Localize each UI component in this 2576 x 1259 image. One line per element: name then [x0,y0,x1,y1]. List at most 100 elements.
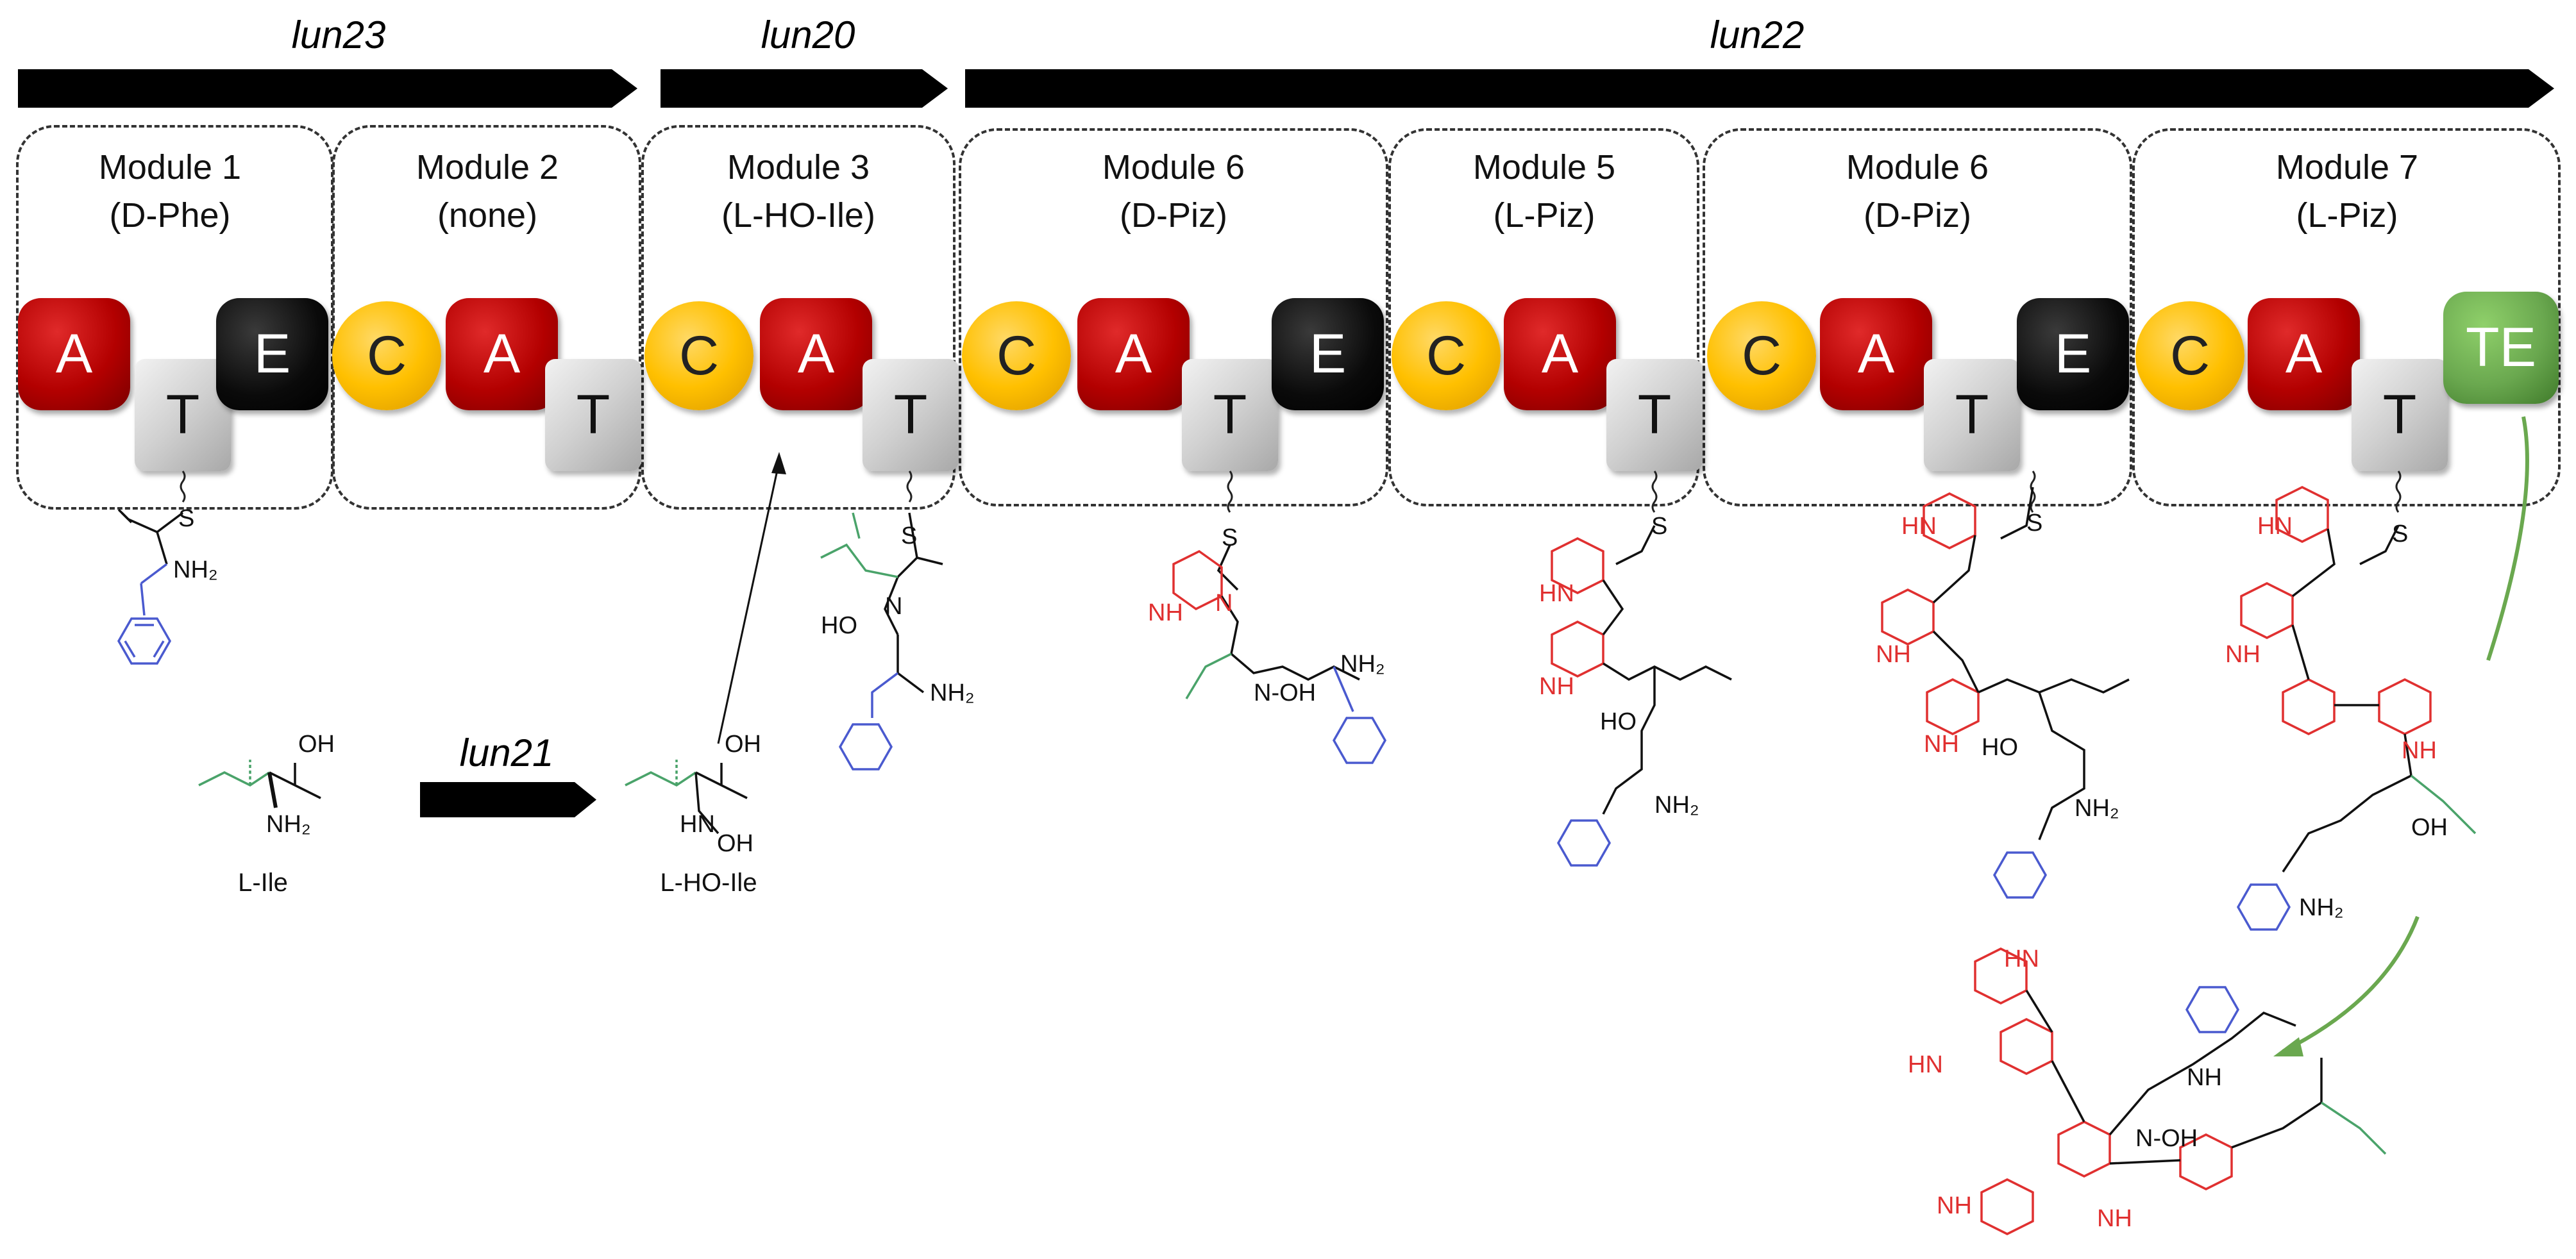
atom-nh2-module-3: NH₂ [930,680,975,706]
domain-a-module-6a: A [1077,298,1190,410]
module-7-substrate: (L-Piz) [2296,196,2398,235]
atom-nh2-module-7: NH₂ [2299,894,2344,921]
atom-nh-module-5b: NH [1539,673,1574,700]
module-2-title: Module 2 [416,148,559,187]
domain-e-module-6b: E [2017,298,2129,410]
domain-c-module-3: C [644,301,753,410]
atom-s-module-6a: S [1222,524,1238,551]
module-4-substrate: (D-Piz) [1120,196,1227,235]
module-box-7 [2132,128,2561,506]
phe-ring-module-1 [117,617,172,665]
atom-hn-product-1: HN [2004,946,2039,972]
gene-arrow-lun20 [661,69,948,108]
domain-a-module-6b: A [1820,298,1932,410]
module-3-substrate: (L-HO-Ile) [721,196,875,235]
domain-te-module-7: TE [2443,292,2559,404]
atom-nh-product-4: NH [2097,1205,2132,1232]
atom-s-module-7: S [2392,521,2409,547]
caption-l-ho-ile: L-HO-Ile [660,869,757,897]
atom-s-module-3: S [901,522,918,549]
atom-s-module-6b: S [2026,510,2043,537]
atom-nh-product-3: NH [1937,1192,1972,1219]
domain-e-module-6a: E [1272,298,1384,410]
cyclic-product-luzopeptin-like [1974,947,2387,1235]
te-arrow-head [2273,1037,2303,1056]
atom-hn-product-2: HN [1908,1051,1943,1078]
atom-nh2-module-6b: NH₂ [2075,795,2119,822]
atom-ho-module-6b: HO [1982,734,2018,761]
phe-thioester-module-1 [117,508,184,616]
ho-ile-phe-dipeptide-module-3 [820,512,943,771]
module-4-title: Module 6 [1102,148,1245,187]
atom-n-module-3: N [885,593,903,620]
module-5-title: Module 5 [1472,148,1616,187]
domain-t-module-3: T [863,359,959,471]
atom-n-oh-product: N-OH [2135,1125,2198,1152]
gene-arrow-lun23 [18,69,637,108]
module-3-title: Module 3 [727,148,870,187]
domain-t-module-6a: T [1182,359,1278,471]
atom-ho-module-5: HO [1600,708,1637,735]
piz-hoile-phe-module-6a [1172,544,1387,764]
caption-l-ile: L-Ile [238,869,288,897]
domain-a-module-5: A [1504,298,1616,410]
atom-hn-module-6b: HN [1901,513,1937,540]
module-box-2 [332,125,641,510]
gene-label-lun20: lun20 [761,13,855,56]
gene-label-lun22: lun22 [1710,13,1805,56]
atom-hn-l-ho-ile: HN [680,811,715,838]
gene-label-lun23: lun23 [291,13,386,56]
module-box-4 [959,128,1388,506]
atom-nh2-l-ile: NH₂ [266,811,311,838]
piz-piz-hoile-phe-module-5 [1551,525,1732,867]
domain-a-module-7: A [2248,298,2360,410]
ho-ile-loading-arrow [717,452,786,744]
atom-oh-l-ile: OH [298,731,335,758]
atom-nh-module-6b2: NH [1924,731,1959,758]
te-cyclization-arrows [2282,416,2529,1053]
module-1-title: Module 1 [98,148,242,187]
domain-e-module-1: E [216,298,328,410]
piz-tetrapeptide-module-7 [2236,486,2477,931]
atom-n-module-6a: N [1215,590,1233,617]
atom-nh-product-5: NH [2187,1064,2222,1091]
domain-c-module-6a: C [962,301,1071,410]
domain-c-module-6b: C [1707,301,1816,410]
module-6-substrate: (D-Piz) [1864,196,1971,235]
atom-nh2-module-6a: NH₂ [1340,651,1385,678]
atom-oh2-l-ho-ile: OH [717,830,753,857]
atom-nh-module-6a: NH [1148,599,1183,626]
atom-s-module-5: S [1651,513,1668,540]
module-1-substrate: (D-Phe) [109,196,231,235]
atom-nh-module-7a: NH [2225,641,2260,668]
domain-t-module-7: T [2352,359,2448,471]
domain-a-module-1: A [18,298,130,410]
atom-hn-module-7: HN [2257,513,2293,540]
domain-t-module-5: T [1606,359,1703,471]
module-5-substrate: (L-Piz) [1493,196,1595,235]
gene-arrow-lun22 [965,69,2554,108]
l-ho-ile-structure [625,760,748,835]
atom-nh-module-6b1: NH [1876,641,1911,668]
atom-nh2-module-1: NH₂ [173,556,218,583]
domain-t-module-6b: T [1924,359,2020,471]
domain-a-module-2: A [446,298,558,410]
module-box-5 [1388,128,1699,506]
domain-c-module-5: C [1392,301,1501,410]
module-box-6 [1703,128,2132,506]
atom-hn-module-5a: HN [1539,580,1574,607]
domain-t-module-2: T [545,359,641,471]
atom-n-oh-module-6a: N-OH [1254,680,1317,706]
l-ile-structure [198,760,321,808]
atom-ho-module-3: HO [821,612,857,639]
atom-s-module-1: S [178,505,195,532]
module-7-title: Module 7 [2275,148,2419,187]
atom-nh2-module-5: NH₂ [1654,792,1699,819]
domain-c-module-7: C [2135,301,2244,410]
piz-piz-piz-hoile-phe-module-6b [1881,487,2130,899]
domain-c-module-2: C [332,301,441,410]
atom-nh-module-7b: NH [2402,737,2437,764]
module-box-3 [641,125,955,510]
